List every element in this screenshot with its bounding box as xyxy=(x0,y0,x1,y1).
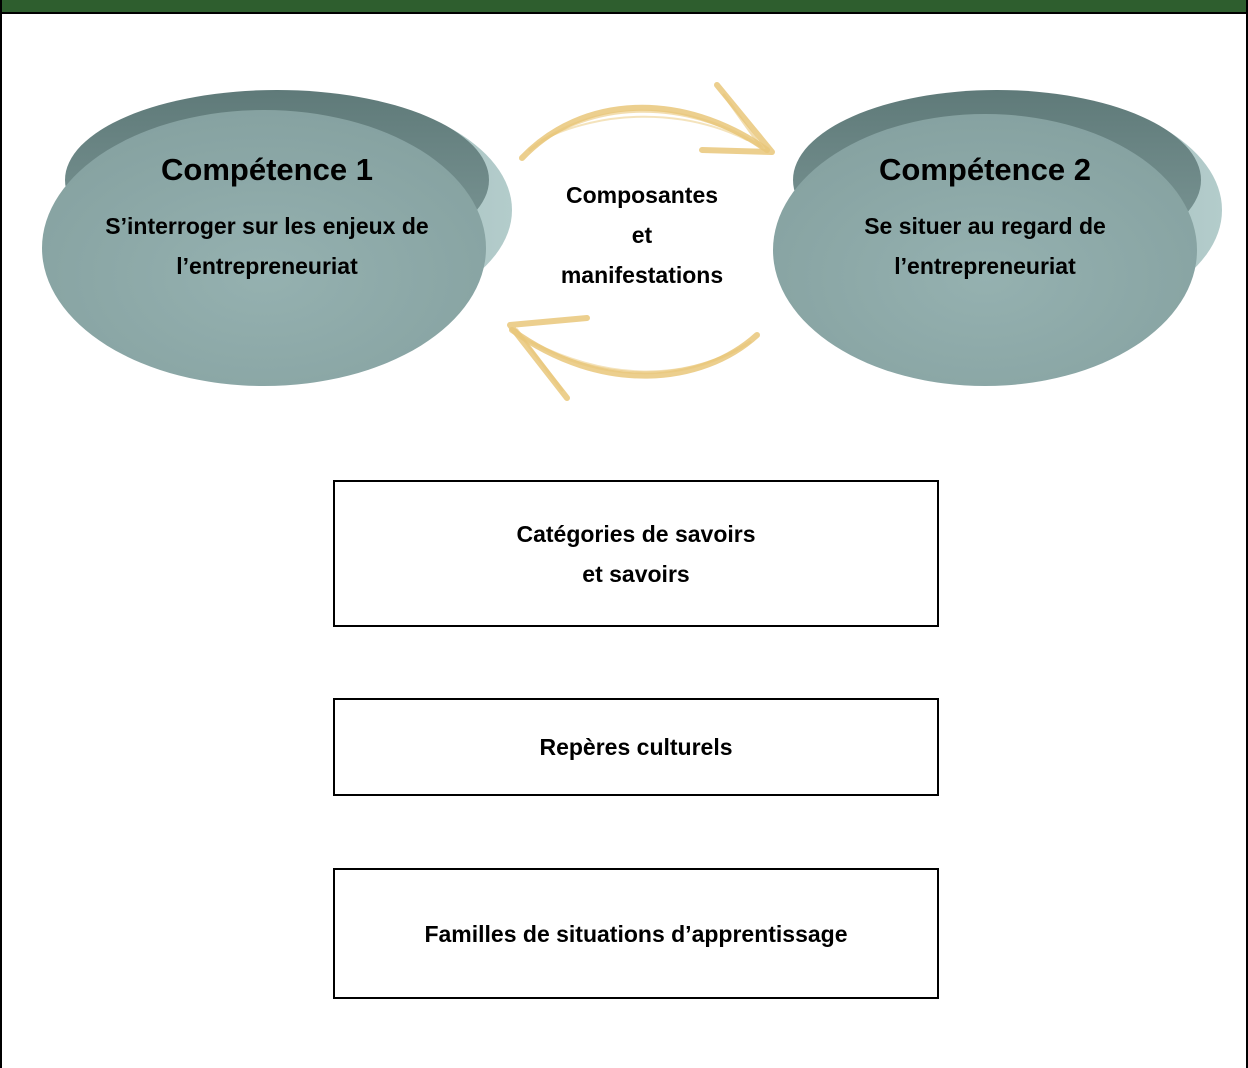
competence-1-desc-line2: l’entrepreneuriat xyxy=(176,253,358,279)
center-label-line2: et xyxy=(631,222,653,248)
competence-2-desc-line1: Se situer au regard de xyxy=(864,213,1106,239)
competence-2-desc-line2: l’entrepreneuriat xyxy=(894,253,1076,279)
competence-1-text: Compétence 1 S’interroger sur les enjeux… xyxy=(62,152,472,286)
center-label: Composantes et manifestations xyxy=(522,175,762,295)
arrow-left-icon xyxy=(507,315,760,401)
savoirs-box-text: Catégories de savoirs et savoirs xyxy=(516,514,755,594)
arrow-right-icon xyxy=(519,82,775,161)
familles-box: Familles de situations d’apprentissage xyxy=(333,868,939,999)
savoirs-box-line2: et savoirs xyxy=(582,560,690,587)
familles-box-label: Familles de situations d’apprentissage xyxy=(424,920,848,947)
reperes-box: Repères culturels xyxy=(333,698,939,796)
competence-1-description: S’interroger sur les enjeux de l’entrepr… xyxy=(62,206,472,286)
competence-1-oval xyxy=(42,90,512,386)
center-label-line1: Composantes xyxy=(565,182,719,208)
competence-1-desc-line1: S’interroger sur les enjeux de xyxy=(105,213,429,239)
competence-2-title: Compétence 2 xyxy=(879,152,1091,187)
savoirs-box-line1: Catégories de savoirs xyxy=(516,520,756,547)
header-bar xyxy=(2,0,1246,14)
competence-2-oval xyxy=(773,90,1222,386)
reperes-box-label: Repères culturels xyxy=(539,734,733,760)
savoirs-box: Catégories de savoirs et savoirs xyxy=(333,480,939,627)
center-label-line3: manifestations xyxy=(560,262,724,288)
competence-2-description: Se situer au regard de l’entrepreneuriat xyxy=(790,206,1180,286)
competence-2-text: Compétence 2 Se situer au regard de l’en… xyxy=(790,152,1180,286)
competence-1-title: Compétence 1 xyxy=(161,152,373,187)
